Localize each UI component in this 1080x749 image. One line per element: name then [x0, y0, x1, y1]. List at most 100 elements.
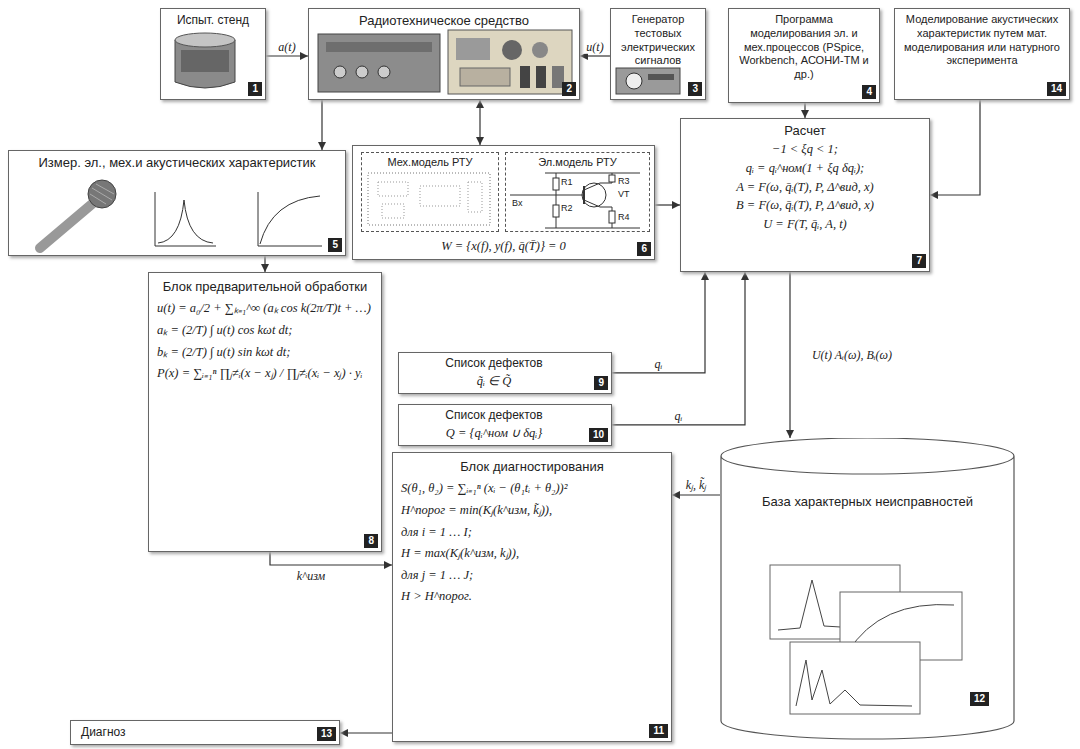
component-label: R1 [561, 177, 573, 188]
generator-picture-part [626, 73, 642, 89]
circuit-schematic-part [553, 205, 559, 217]
box-title: Блок диагностирования [401, 459, 663, 475]
formula-text: Q = {qᵢ^ном ∪ δqᵢ} [407, 426, 581, 442]
mechanical-model-picture-part [378, 182, 408, 196]
box-title: Блок предварительной обработки [157, 279, 373, 295]
formula-text: P(x) = ∑ᵢ₌₁ⁿ ∏ⱼ≠ᵢ(x − xⱼ) / ∏ⱼ≠ᵢ(xᵢ − xⱼ… [157, 366, 373, 382]
box-title: Испыт. стенд [166, 13, 260, 28]
device-picture-part [318, 34, 440, 92]
mechanical-model-picture-part [368, 173, 490, 225]
flow-arrow [930, 100, 980, 195]
callout-number: 1 [248, 82, 262, 96]
shaker-picture [175, 33, 235, 88]
formula-text: для i = 1 … I; [401, 525, 663, 541]
callout-number: 9 [594, 376, 608, 390]
device-picture-part [456, 38, 490, 60]
formula-text: A = F(ω, q̄ᵢ(T), P, Δ^вид, x) [687, 180, 923, 196]
circuit-schematic-part [584, 200, 612, 228]
cylinder-path [721, 438, 1014, 739]
circuit-schematic-part [510, 195, 584, 196]
box-title: Программа моделирования эл. и мех.процес… [734, 13, 874, 82]
circuit-schematic [510, 173, 640, 228]
mechanical-model-picture-part [420, 186, 460, 206]
callout-number: 14 [1047, 82, 1066, 96]
formula-text: u(t) = a₀/2 + ∑ₖ₌₁^∞ (aₖ cos k(2π/T)t + … [157, 301, 373, 317]
model-box: W = {x(f), y(f), q̄(T̄)} = 06Мех.модель … [352, 145, 655, 260]
device-picture-part [520, 66, 530, 88]
formula-text: для j = 1 … J; [401, 568, 663, 584]
formula-text: −1 < ξq < 1; [687, 142, 923, 158]
flow-arrow [264, 256, 265, 272]
callout-number: 7 [912, 254, 926, 268]
microphone-picture-part [88, 180, 116, 208]
formula-text: S(θ₁, θ₂) = ∑ᵢ₌₁ⁿ (xᵢ − (θ₁tᵢ + θ₂))² [401, 481, 663, 497]
flow-arrow [580, 55, 610, 56]
device-picture-part [448, 30, 572, 94]
measurement-box: Измер. эл., мех.и акустических характери… [8, 150, 346, 256]
diagnosis-box: Диагноз13 [70, 720, 340, 745]
mechanical-model-picture-part [468, 182, 482, 212]
formula-text: bₖ = (2/T) ∫ u(t) sin kωt dt; [157, 345, 373, 361]
circuit-schematic-part [582, 183, 606, 207]
mechanical-model-box: Мех.модель РТУ [361, 152, 499, 232]
device-picture-part [460, 68, 510, 86]
generator-picture-part [616, 68, 680, 94]
callout-number: 2 [562, 82, 576, 96]
signal-label: qᵢ [653, 357, 665, 371]
software-box: Программа моделирования эл. и мех.процес… [728, 8, 880, 103]
signal-label: qᵢ [673, 409, 685, 423]
formula-text: U = F(T, q̄ᵢ, A, t) [687, 217, 923, 233]
defect-list-box: Список дефектовQ = {qᵢ^ном ∪ δqᵢ}10 [398, 404, 612, 446]
box-title: База характерных неисправностей [740, 494, 995, 510]
signal-label: a(t) [276, 40, 297, 54]
formula-text: H > H^порог. [401, 589, 663, 605]
box-title: Моделирование акустических характеристик… [900, 13, 1064, 68]
callout-number: 12 [970, 692, 989, 706]
response-graph-part [260, 196, 320, 244]
box-title: Генератор тестовых электрических сигнало… [616, 13, 700, 68]
shaker-picture-part [181, 50, 229, 72]
device-picture [318, 30, 572, 94]
box-title: Расчет [687, 123, 923, 139]
mechanical-model-picture-part [382, 204, 404, 218]
device-box: Радиотехническое средство 2 [308, 8, 580, 100]
formula-text: B = F(ω, q̄ᵢ(T), P, Δ^вид, x) [687, 198, 923, 214]
component-label: R3 [618, 176, 630, 187]
callout-number: 6 [637, 242, 651, 256]
calculation-box: Расчет−1 < ξq < 1;qᵢ = qᵢ^ном(1 + ξq δqᵢ… [680, 118, 930, 272]
circuit-schematic-part [545, 228, 640, 229]
device-picture-part [356, 66, 368, 78]
circuit-schematic-part [609, 211, 615, 223]
callout-number: 3 [688, 82, 702, 96]
generator-picture [616, 68, 680, 94]
signal-label: u(t) [584, 40, 605, 54]
component-label: R4 [618, 212, 630, 223]
formula-text: H^порог = min(Kⱼ(k^изм, k̃ⱼ)), [401, 503, 663, 519]
device-picture-part [532, 42, 548, 58]
response-graph-part [258, 192, 322, 246]
component-label: R2 [561, 203, 573, 214]
flow-arrow [479, 100, 480, 145]
formula-text: aₖ = (2/T) ∫ u(t) cos kωt dt; [157, 323, 373, 339]
device-picture-part [326, 42, 432, 52]
box-title: Радиотехническое средство [314, 13, 574, 29]
microphone-picture [40, 180, 116, 248]
response-graph [155, 192, 322, 246]
callout-number: 13 [317, 727, 336, 741]
callout-number: 8 [364, 534, 378, 548]
box-title: Мех.модель РТУ [365, 156, 495, 170]
formula-text: q̃ᵢ ∈ Q̃ [407, 374, 581, 390]
mechanical-model-picture [368, 173, 490, 225]
signal-label: U(t) Aᵢ(ω), Bᵢ(ω) [810, 348, 894, 362]
circuit-schematic-part [609, 175, 615, 182]
circuit-schematic-part [553, 178, 559, 190]
formula-text: H = max(Kⱼ(k^изм, kⱼ)), [401, 546, 663, 562]
fault-chart-thumbnails-part [790, 642, 920, 714]
device-picture-part [502, 40, 522, 60]
box-title: Измер. эл., мех.и акустических характери… [14, 155, 340, 171]
fault-chart-thumbnails [770, 565, 962, 714]
signal-label: kⱼ, k̃ⱼ [684, 478, 709, 492]
box-title: Список дефектов [407, 408, 581, 423]
flow-arrow [340, 732, 392, 733]
flow-arrow [655, 204, 680, 205]
